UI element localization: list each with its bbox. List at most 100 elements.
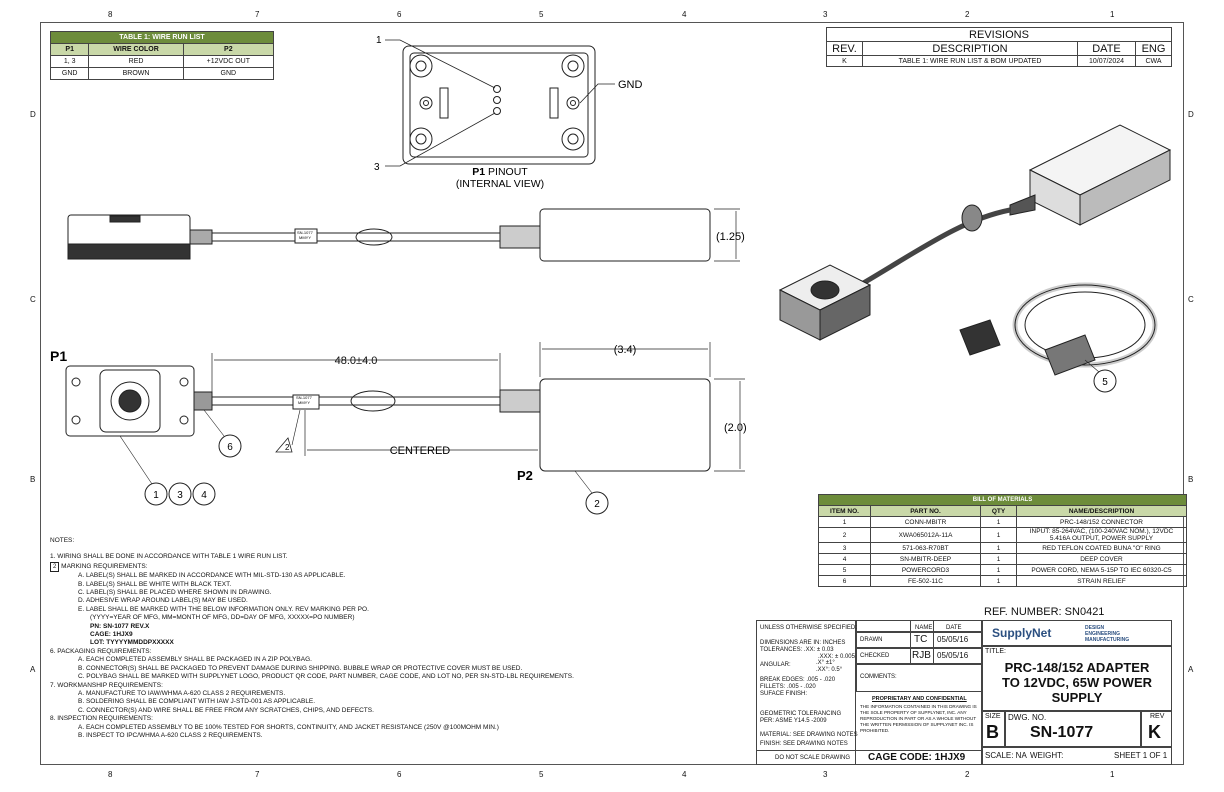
zone-right-c: C [1188, 295, 1194, 304]
table-cell: 571-063-R70BT [870, 542, 981, 554]
table-cell: 5 [818, 564, 871, 576]
note-2c: C. LABEL(S) SHALL BE PLACED WHERE SHOWN … [78, 589, 272, 597]
revisions-header: ENG [1135, 41, 1172, 56]
angular: ANGULAR: [760, 662, 791, 668]
comments-label: COMMENTS: [860, 674, 897, 680]
table-cell: 1 [980, 575, 1017, 587]
dwg-no-value: SN-1077 [1030, 724, 1094, 741]
weight: WEIGHT: [1030, 751, 1064, 760]
dimension-height-2: (2.0) [724, 422, 747, 434]
sheet: SHEET 1 OF 1 [1114, 751, 1168, 760]
drawing-title-line-1: PRC-148/152 ADAPTER [1004, 660, 1150, 675]
zone-bottom-1: 1 [1110, 770, 1115, 779]
table-cell: FE-502-11C [870, 575, 981, 587]
table-cell: CWA [1135, 55, 1172, 67]
title-divider-1 [982, 645, 1172, 647]
wire-table-title: TABLE 1: WIRE RUN LIST [50, 31, 274, 44]
proprietary-title: PROPRIETARY AND CONFIDENTIAL [872, 696, 967, 702]
note-2e-3: CAGE: 1HJX9 [90, 631, 133, 639]
revisions-title: REVISIONS [826, 27, 1172, 42]
zone-bottom-3: 3 [823, 770, 828, 779]
table-cell: 1 [980, 564, 1017, 576]
table-cell: 1 [980, 542, 1017, 554]
geometric-tol-2: PER: ASME Y14.5 -2009 [760, 718, 827, 724]
table-cell: POWERCORD3 [870, 564, 981, 576]
balloon-2: 2 [594, 499, 600, 510]
table-cell: 1 [980, 527, 1017, 543]
logo-tag-engineering: ENGINEERING [1085, 631, 1121, 637]
dimension-height-1: (1.25) [716, 231, 745, 243]
rev-value: K [1148, 722, 1161, 742]
drawing-frame [40, 22, 1184, 765]
note-2e: E. LABEL SHALL BE MARKED WITH THE BELOW … [78, 605, 369, 613]
fillets: FILLETS: .005 - .020 [760, 684, 816, 690]
balloon-3: 3 [177, 490, 183, 501]
logo-tag-manufacturing: MANUFACTURING [1085, 637, 1130, 643]
note-7c: C. CONNECTOR(S) AND WIRE SHALL BE FREE F… [78, 706, 374, 714]
break-edges: BREAK EDGES: .005 - .020 [760, 677, 836, 683]
table-cell: CONN-MBITR [870, 516, 981, 528]
ref-number: REF. NUMBER: SN0421 [984, 606, 1105, 618]
proprietary-text: THE INFORMATION CONTAINED IN THIS DRAWIN… [860, 704, 977, 733]
zone-bottom-4: 4 [682, 770, 687, 779]
zone-top-7: 7 [255, 10, 260, 19]
table-cell: 6 [818, 575, 871, 587]
pinout-caption-rest: PINOUT [485, 166, 528, 178]
drawing-title: PRC-148/152 ADAPTER TO 12VDC, 65W POWER … [982, 660, 1172, 705]
note-7b: B. SOLDERING SHALL BE COMPLIANT WITH IAW… [78, 698, 316, 706]
pinout-label-gnd: GND [618, 79, 643, 91]
title-label: TITLE: [985, 648, 1007, 655]
balloon-6: 6 [227, 442, 233, 453]
zone-left-b: B [30, 475, 36, 484]
pinout-view [385, 39, 615, 167]
drawn-cell [856, 632, 982, 648]
dwg-no-label: DWG. NO. [1008, 713, 1047, 722]
dimension-length: 48.0±4.0 [335, 355, 378, 367]
top-label-tag-1: SN-1077 [296, 395, 313, 400]
wire-run-table: TABLE 1: WIRE RUN LIST P1 WIRE COLOR P2 … [49, 31, 275, 80]
date-header: DATE [946, 625, 962, 631]
cage-code: CAGE CODE: 1HJX9 [868, 752, 966, 763]
bom-title: BILL OF MATERIALS [818, 494, 1187, 506]
note-6b: B. CONNECTOR(S) SHALL BE PACKAGED TO PRE… [78, 664, 523, 672]
cage-row [756, 750, 982, 765]
bom-header: QTY [980, 505, 1017, 517]
side-label-tag-1: SN-1077 [297, 230, 314, 235]
zone-top-6: 6 [397, 10, 402, 19]
zone-top-5: 5 [539, 10, 544, 19]
zone-right-d: D [1188, 110, 1194, 119]
table-cell: TABLE 1: WIRE RUN LIST & BOM UPDATED [862, 55, 1078, 67]
note-6c: C. POLYBAG SHALL BE MARKED WITH SUPPLYNE… [78, 673, 574, 681]
pinout-caption: P1 PINOUT [472, 166, 528, 178]
note-2b: B. LABEL(S) SHALL BE WHITE WITH BLACK TE… [78, 580, 232, 588]
side-label-tag-2: MMYY [299, 235, 311, 240]
do-not-scale: DO NOT SCALE DRAWING [775, 755, 851, 761]
connector-label-p2: P2 [517, 468, 533, 483]
checked-label: CHECKED [860, 653, 890, 659]
zone-right-b: B [1188, 475, 1194, 484]
pinout-label-3: 3 [374, 162, 380, 173]
side-view [67, 208, 740, 262]
pinout-caption-2: (INTERNAL VIEW) [456, 178, 544, 190]
zone-top-8: 8 [108, 10, 113, 19]
finish: FINISH: SEE DRAWING NOTES [760, 741, 848, 747]
note-2-text: MARKING REQUIREMENTS: [59, 562, 148, 570]
zone-left-d: D [30, 110, 36, 119]
bom-header: NAME/DESCRIPTION [1016, 505, 1187, 517]
note-6a: A. EACH COMPLETED ASSEMBLY SHALL BE PACK… [78, 656, 312, 664]
notes-title: NOTES: [50, 537, 75, 544]
table-cell: INPUT: 85-264VAC, (100-240VAC NOM.), 12V… [1016, 527, 1187, 543]
zone-right-a: A [1188, 665, 1194, 674]
top-label-tag-2: MMYY [298, 400, 310, 405]
zone-bottom-5: 5 [539, 770, 544, 779]
drawn-name: TC [914, 634, 928, 645]
centered-label: CENTERED [390, 445, 451, 457]
material: MATERIAL: SEE DRAWING NOTES [760, 732, 858, 738]
wire-table-header: P1 [49, 43, 90, 56]
